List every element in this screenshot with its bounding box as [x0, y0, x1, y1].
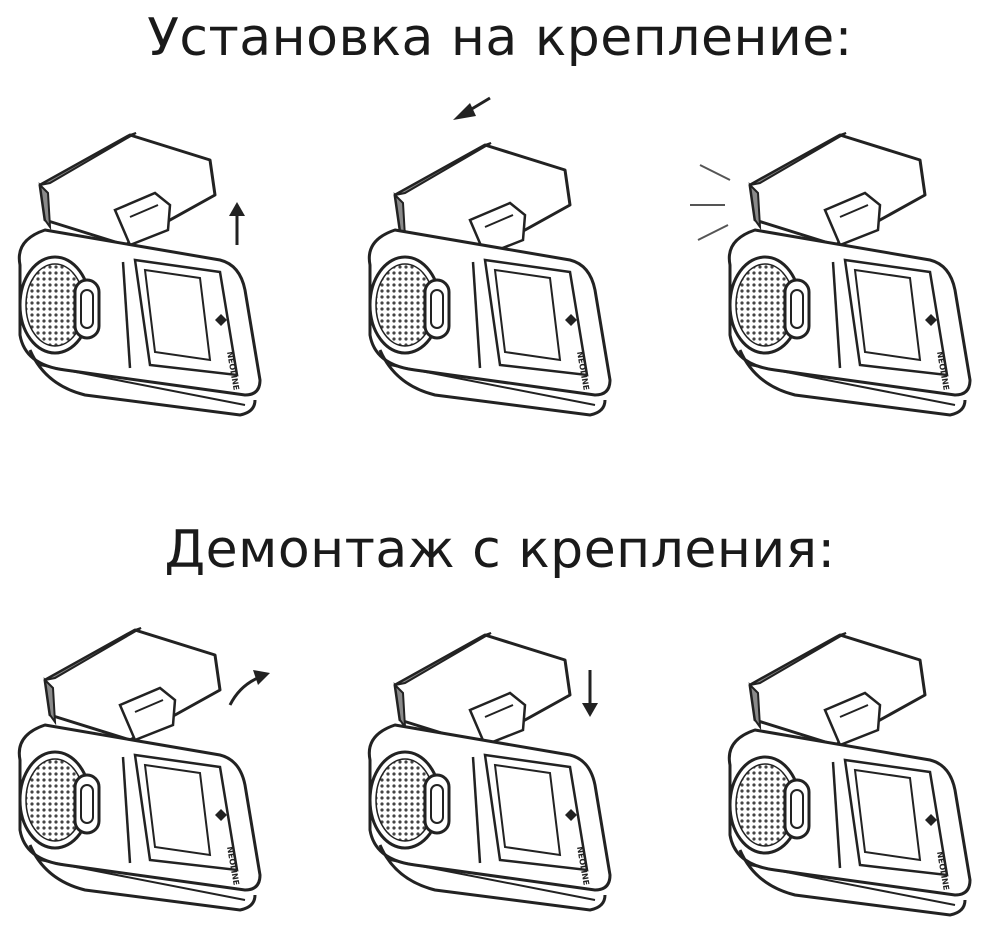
remove-heading: Демонтаж с крепления:: [164, 520, 836, 580]
install-step-1-drawing: NEOLINE: [17, 131, 262, 417]
remove-step-2: NEOLINE: [350, 615, 670, 915]
down-arrow-icon: [582, 670, 598, 717]
click-lines-icon: [690, 164, 731, 241]
remove-step-1: NEOLINE: [5, 615, 325, 915]
install-step-2-drawing: NEOLINE: [367, 96, 612, 417]
up-arrow-icon: [229, 202, 245, 245]
install-step-3-drawing: NEOLINE: [690, 131, 972, 417]
curve-up-right-arrow-icon: [228, 670, 270, 706]
install-step-2: NEOLINE: [350, 96, 670, 417]
install-step-1: NEOLINE: [5, 120, 325, 420]
install-heading: Установка на крепление:: [147, 8, 853, 68]
install-step-3: NEOLINE: [690, 120, 1000, 420]
remove-step-2-drawing: NEOLINE: [367, 631, 612, 912]
remove-step-3: NEOLINE: [690, 615, 1000, 917]
remove-step-3-drawing: NEOLINE: [727, 631, 972, 917]
remove-step-1-drawing: NEOLINE: [17, 626, 270, 912]
slide-left-arrow-icon: [453, 96, 491, 120]
